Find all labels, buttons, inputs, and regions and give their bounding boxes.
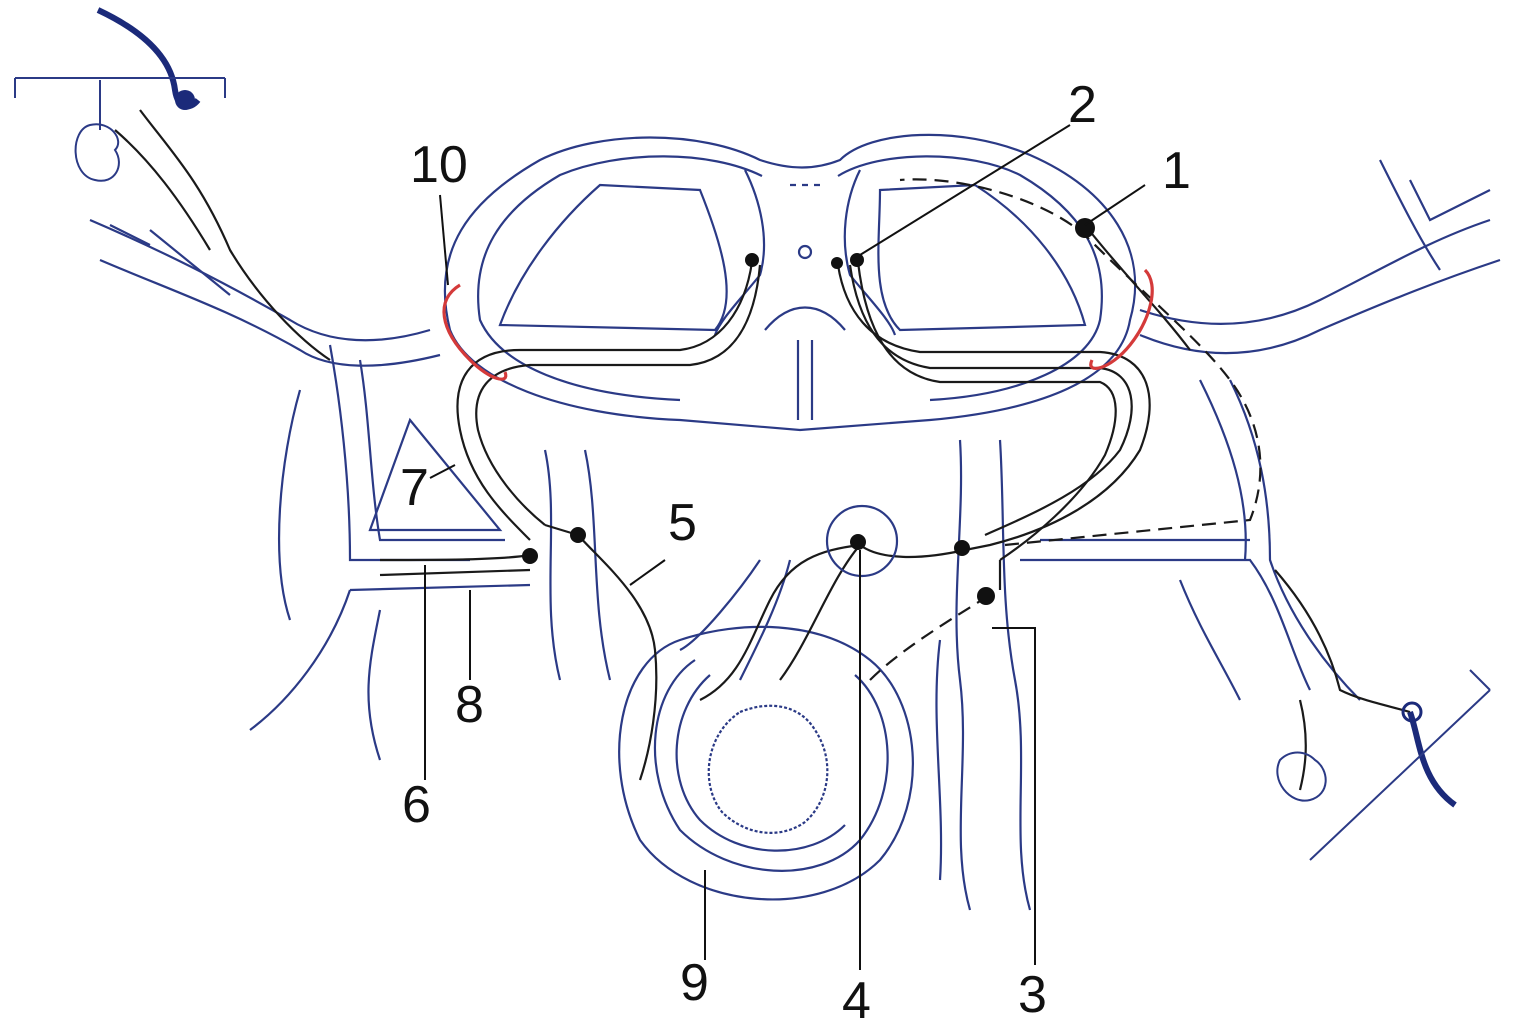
- organ-lumen: [709, 706, 828, 833]
- right-spinal-nerve: [1140, 220, 1490, 324]
- spinal-cord-inner-outline: [478, 156, 762, 400]
- label-3: 3: [1018, 966, 1047, 1018]
- label-5: 5: [668, 494, 697, 552]
- left-dorsal-root: [90, 220, 430, 340]
- cell-body-3: [977, 587, 995, 605]
- label-1: 1: [1162, 142, 1191, 200]
- neuron-cell-bodies: [522, 218, 1095, 605]
- label-2: 2: [1068, 76, 1097, 134]
- leader-3: [992, 628, 1035, 965]
- left-dorsal-horn: [500, 185, 727, 330]
- leader-lines: [425, 125, 1145, 970]
- cell-body-right-ganglion: [954, 540, 970, 556]
- receptors: [15, 10, 1490, 860]
- spinal-cord-outline: [445, 135, 1135, 430]
- cell-body-2a: [831, 257, 843, 269]
- left-efferent-fiber: [458, 262, 753, 540]
- cell-body-4: [850, 534, 866, 550]
- visceral-organ: [619, 560, 913, 899]
- label-7: 7: [400, 459, 429, 517]
- left-spinal-nerve: [330, 345, 470, 560]
- right-afferent-dashed-fiber: [870, 598, 985, 680]
- right-gland-icon: [1277, 753, 1325, 801]
- left-gland-icon: [76, 124, 119, 181]
- cell-body-2b: [850, 253, 864, 267]
- spinal-cord: [445, 135, 1135, 430]
- cell-body-left-ganglion-b: [570, 527, 586, 543]
- label-4: 4: [842, 972, 871, 1018]
- left-red-loop: [444, 285, 506, 379]
- label-9: 9: [680, 954, 709, 1012]
- cell-body-left-ganglion-a: [522, 548, 538, 564]
- nerve-fibers: [115, 110, 1410, 790]
- leader-5: [630, 560, 665, 585]
- cell-body-left-horn: [745, 253, 759, 267]
- nerve-roots: [90, 160, 1500, 910]
- organ-outer-wall: [619, 627, 913, 900]
- leader-10: [440, 195, 448, 285]
- label-8: 8: [455, 676, 484, 734]
- right-efferent-fiber: [838, 265, 1150, 550]
- right-dorsal-horn: [878, 185, 1085, 330]
- label-6: 6: [402, 776, 431, 834]
- label-10: 10: [410, 136, 468, 194]
